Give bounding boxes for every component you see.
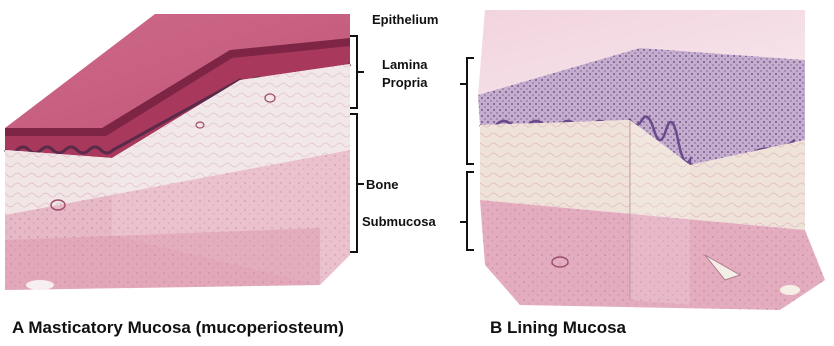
caption-lining-mucosa: B Lining Mucosa: [490, 318, 626, 338]
lamina-propria-bracket-right: [460, 58, 474, 164]
propria-label: Propria: [382, 75, 428, 90]
bone-label: Bone: [366, 177, 399, 192]
lamina-propria-bracket-left: [350, 36, 364, 108]
lining-mucosa-block: [478, 10, 825, 310]
submucosa-bracket-right: [460, 172, 474, 250]
lamina-label: Lamina: [382, 57, 428, 72]
submucosa-label: Submucosa: [362, 214, 436, 229]
masticatory-mucosa-block: [5, 14, 350, 290]
epithelium-label: Epithelium: [372, 12, 438, 27]
bone-bracket-left: [350, 114, 364, 252]
caption-masticatory-mucosa: A Masticatory Mucosa (mucoperiosteum): [12, 318, 344, 338]
